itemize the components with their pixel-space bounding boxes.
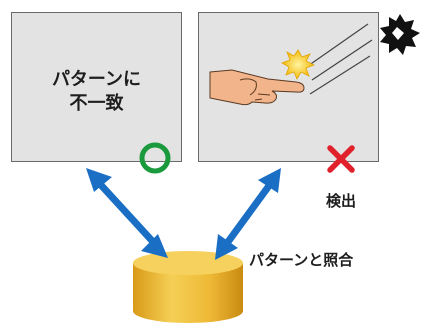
- burst-icon: [380, 14, 420, 55]
- detect-label: 検出: [326, 192, 357, 210]
- pointing-hand-icon: [209, 69, 305, 106]
- mismatch-text-line1: パターンに: [51, 69, 142, 90]
- right-double-arrow: [215, 168, 281, 260]
- database-cylinder-icon: [133, 251, 243, 323]
- circle-ok-icon: [139, 142, 171, 174]
- pattern-match-label: パターンと照合: [249, 251, 354, 269]
- mismatch-text-line2: 不一致: [69, 93, 124, 114]
- cross-ng-icon: [327, 145, 355, 173]
- left-panel: パターンに 不一致: [11, 12, 182, 162]
- motion-lines: [304, 23, 373, 95]
- left-double-arrow: [86, 168, 168, 258]
- spark-icon: [281, 49, 315, 80]
